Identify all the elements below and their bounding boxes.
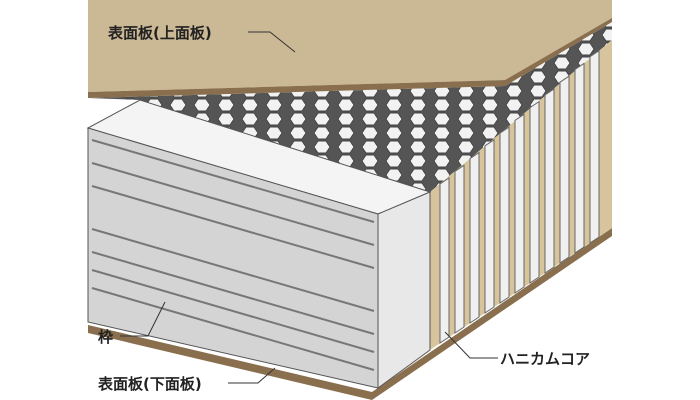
leader-core bbox=[444, 331, 498, 359]
core-fin bbox=[439, 177, 450, 344]
core-fin bbox=[484, 138, 495, 314]
core-fin bbox=[574, 62, 585, 254]
leader-bottom-sheet bbox=[228, 367, 276, 384]
frame-groove bbox=[91, 287, 375, 371]
honeycomb-core-side bbox=[430, 40, 612, 350]
frame-groove bbox=[91, 228, 375, 312]
core-fin bbox=[469, 151, 480, 324]
core-fin bbox=[514, 113, 525, 294]
frame-groove bbox=[91, 139, 375, 223]
core-fin bbox=[559, 75, 570, 264]
frame-groove bbox=[91, 251, 375, 335]
label-top-face-sheet: 表面板(上面板) bbox=[108, 24, 212, 42]
core-fin bbox=[499, 126, 510, 304]
core-fin bbox=[529, 100, 540, 284]
label-frame: 枠 bbox=[98, 328, 114, 346]
frame-groove bbox=[91, 269, 375, 353]
bottom-face-sheet bbox=[88, 228, 612, 400]
core-fin bbox=[544, 87, 555, 274]
leader-top-sheet bbox=[248, 31, 296, 53]
frame-groove bbox=[91, 162, 375, 246]
core-fin bbox=[589, 49, 600, 244]
honeycomb-core-top bbox=[88, 22, 612, 192]
frame-end-face bbox=[377, 191, 431, 389]
core-fin bbox=[454, 164, 465, 334]
leader-frame bbox=[120, 301, 166, 337]
frame-groove bbox=[91, 185, 375, 269]
label-honeycomb-core: ハニカムコア bbox=[500, 350, 591, 368]
label-bottom-face-sheet: 表面板(下面板) bbox=[98, 375, 202, 393]
top-face-sheet bbox=[88, 0, 612, 92]
